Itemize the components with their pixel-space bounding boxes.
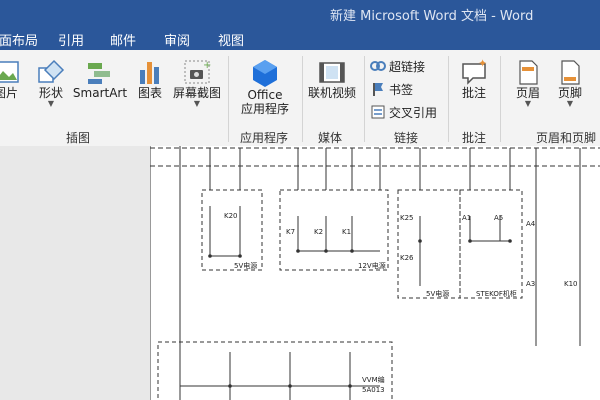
film-icon [319, 62, 345, 83]
new-comment-button[interactable]: ✦ 批注 [452, 58, 496, 100]
label-vvm-1: VVM编 [362, 375, 385, 384]
office-label: Office [247, 88, 283, 102]
group-divider [302, 56, 303, 142]
label-a3: A3 [526, 280, 535, 288]
picture-button[interactable]: 图片 [0, 58, 28, 100]
chevron-down-icon: ▼ [47, 99, 55, 108]
office-store-icon [253, 60, 277, 87]
smartart-label: SmartArt [72, 86, 128, 100]
label-k7: K7 [286, 228, 295, 236]
footer-button[interactable]: 页脚 ▼ [550, 58, 590, 108]
label-box-3: 5V电源 [426, 289, 449, 298]
office-label-2: 应用程序 [240, 102, 289, 116]
tab-references[interactable]: 引用 [58, 34, 85, 49]
hyperlink-label: 超链接 [389, 60, 426, 74]
label-a4: A4 [526, 220, 536, 228]
title-bar: 新建 Microsoft Word 文档 - Word [0, 0, 600, 26]
wiring-diagram: K20 K7 K2 K1 K25 K26 A1 A5 A4 A3 K10 5V电… [149, 146, 600, 400]
label-box-4: STEKOF机柜 [476, 289, 517, 298]
tab-mailings[interactable]: 邮件 [110, 34, 137, 49]
label-a5: A5 [494, 214, 503, 222]
chevron-down-icon: ▼ [193, 99, 201, 108]
office-apps-button[interactable]: Office 应用程序 [234, 58, 296, 116]
chevron-down-icon: ▼ [524, 99, 532, 108]
bookmark-icon [373, 83, 383, 96]
svg-text:✦: ✦ [478, 58, 487, 70]
label-k10: K10 [564, 280, 578, 288]
label-a1: A1 [462, 214, 471, 222]
smartart-icon [88, 63, 110, 84]
label-box-1: 5V电源 [234, 261, 257, 270]
header-label: 页眉 [515, 86, 540, 100]
bar-chart-icon [140, 62, 159, 84]
group-label-media: 媒体 [318, 131, 343, 145]
group-label-apps: 应用程序 [240, 131, 289, 145]
smartart-button[interactable]: SmartArt [72, 58, 128, 100]
ribbon: 图片 形状 ▼ SmartArt 图表 + 屏幕截图 ▼ [0, 50, 600, 147]
ribbon-tabs: 页面布局 引用 邮件 审阅 视图 [0, 26, 600, 50]
picture-label: 图片 [0, 86, 18, 100]
online-video-button[interactable]: 联机视频 [304, 58, 360, 100]
chart-label: 图表 [137, 86, 162, 100]
group-divider [364, 56, 365, 142]
tab-page-layout[interactable]: 页面布局 [0, 34, 39, 49]
shapes-icon [38, 59, 65, 83]
cross-reference-label: 交叉引用 [389, 106, 438, 120]
label-k25: K25 [400, 214, 414, 222]
group-label-comments: 批注 [462, 131, 487, 145]
document-area[interactable]: K20 K7 K2 K1 K25 K26 A1 A5 A4 A3 K10 5V电… [0, 146, 600, 400]
footer-label: 页脚 [557, 86, 582, 100]
screenshot-button[interactable]: + 屏幕截图 ▼ [170, 58, 224, 108]
link-icon [370, 61, 386, 71]
picture-icon [0, 61, 19, 83]
label-k26: K26 [400, 254, 414, 262]
camera-icon: + [184, 60, 211, 84]
label-k1: K1 [342, 228, 351, 236]
group-label-links: 链接 [394, 131, 419, 145]
document-page[interactable]: K20 K7 K2 K1 K25 K26 A1 A5 A4 A3 K10 5V电… [149, 146, 600, 400]
header-button[interactable]: 页眉 ▼ [508, 58, 548, 108]
bookmark-label: 书签 [389, 83, 414, 97]
svg-text:+: + [203, 60, 211, 71]
cross-reference-button[interactable]: 交叉引用 [370, 104, 437, 122]
chevron-down-icon: ▼ [566, 99, 574, 108]
header-icon [519, 60, 538, 85]
tab-review[interactable]: 审阅 [164, 34, 191, 49]
label-box-2: 12V电源 [358, 261, 386, 270]
screenshot-label: 屏幕截图 [172, 86, 221, 100]
group-divider [448, 56, 449, 142]
comment-icon: ✦ [462, 58, 487, 85]
group-divider [500, 56, 501, 142]
group-divider [228, 56, 229, 142]
footer-icon [561, 60, 580, 85]
shapes-label: 形状 [38, 86, 63, 100]
online-video-label: 联机视频 [307, 86, 356, 100]
comment-label: 批注 [461, 86, 486, 100]
hyperlink-button[interactable]: 超链接 [370, 58, 425, 76]
tab-view[interactable]: 视图 [218, 34, 245, 49]
chart-button[interactable]: 图表 [134, 58, 166, 100]
bookmark-button[interactable]: 书签 [370, 81, 413, 99]
label-vvm-2: 5A013 [362, 386, 385, 394]
cross-reference-icon [371, 105, 385, 119]
window-title: 新建 Microsoft Word 文档 - Word [330, 9, 534, 24]
group-label-illustrations: 插图 [66, 131, 91, 145]
shapes-button[interactable]: 形状 ▼ [34, 58, 68, 108]
label-k20: K20 [224, 212, 238, 220]
group-label-header-footer: 页眉和页脚 [536, 131, 597, 145]
label-k2: K2 [314, 228, 323, 236]
